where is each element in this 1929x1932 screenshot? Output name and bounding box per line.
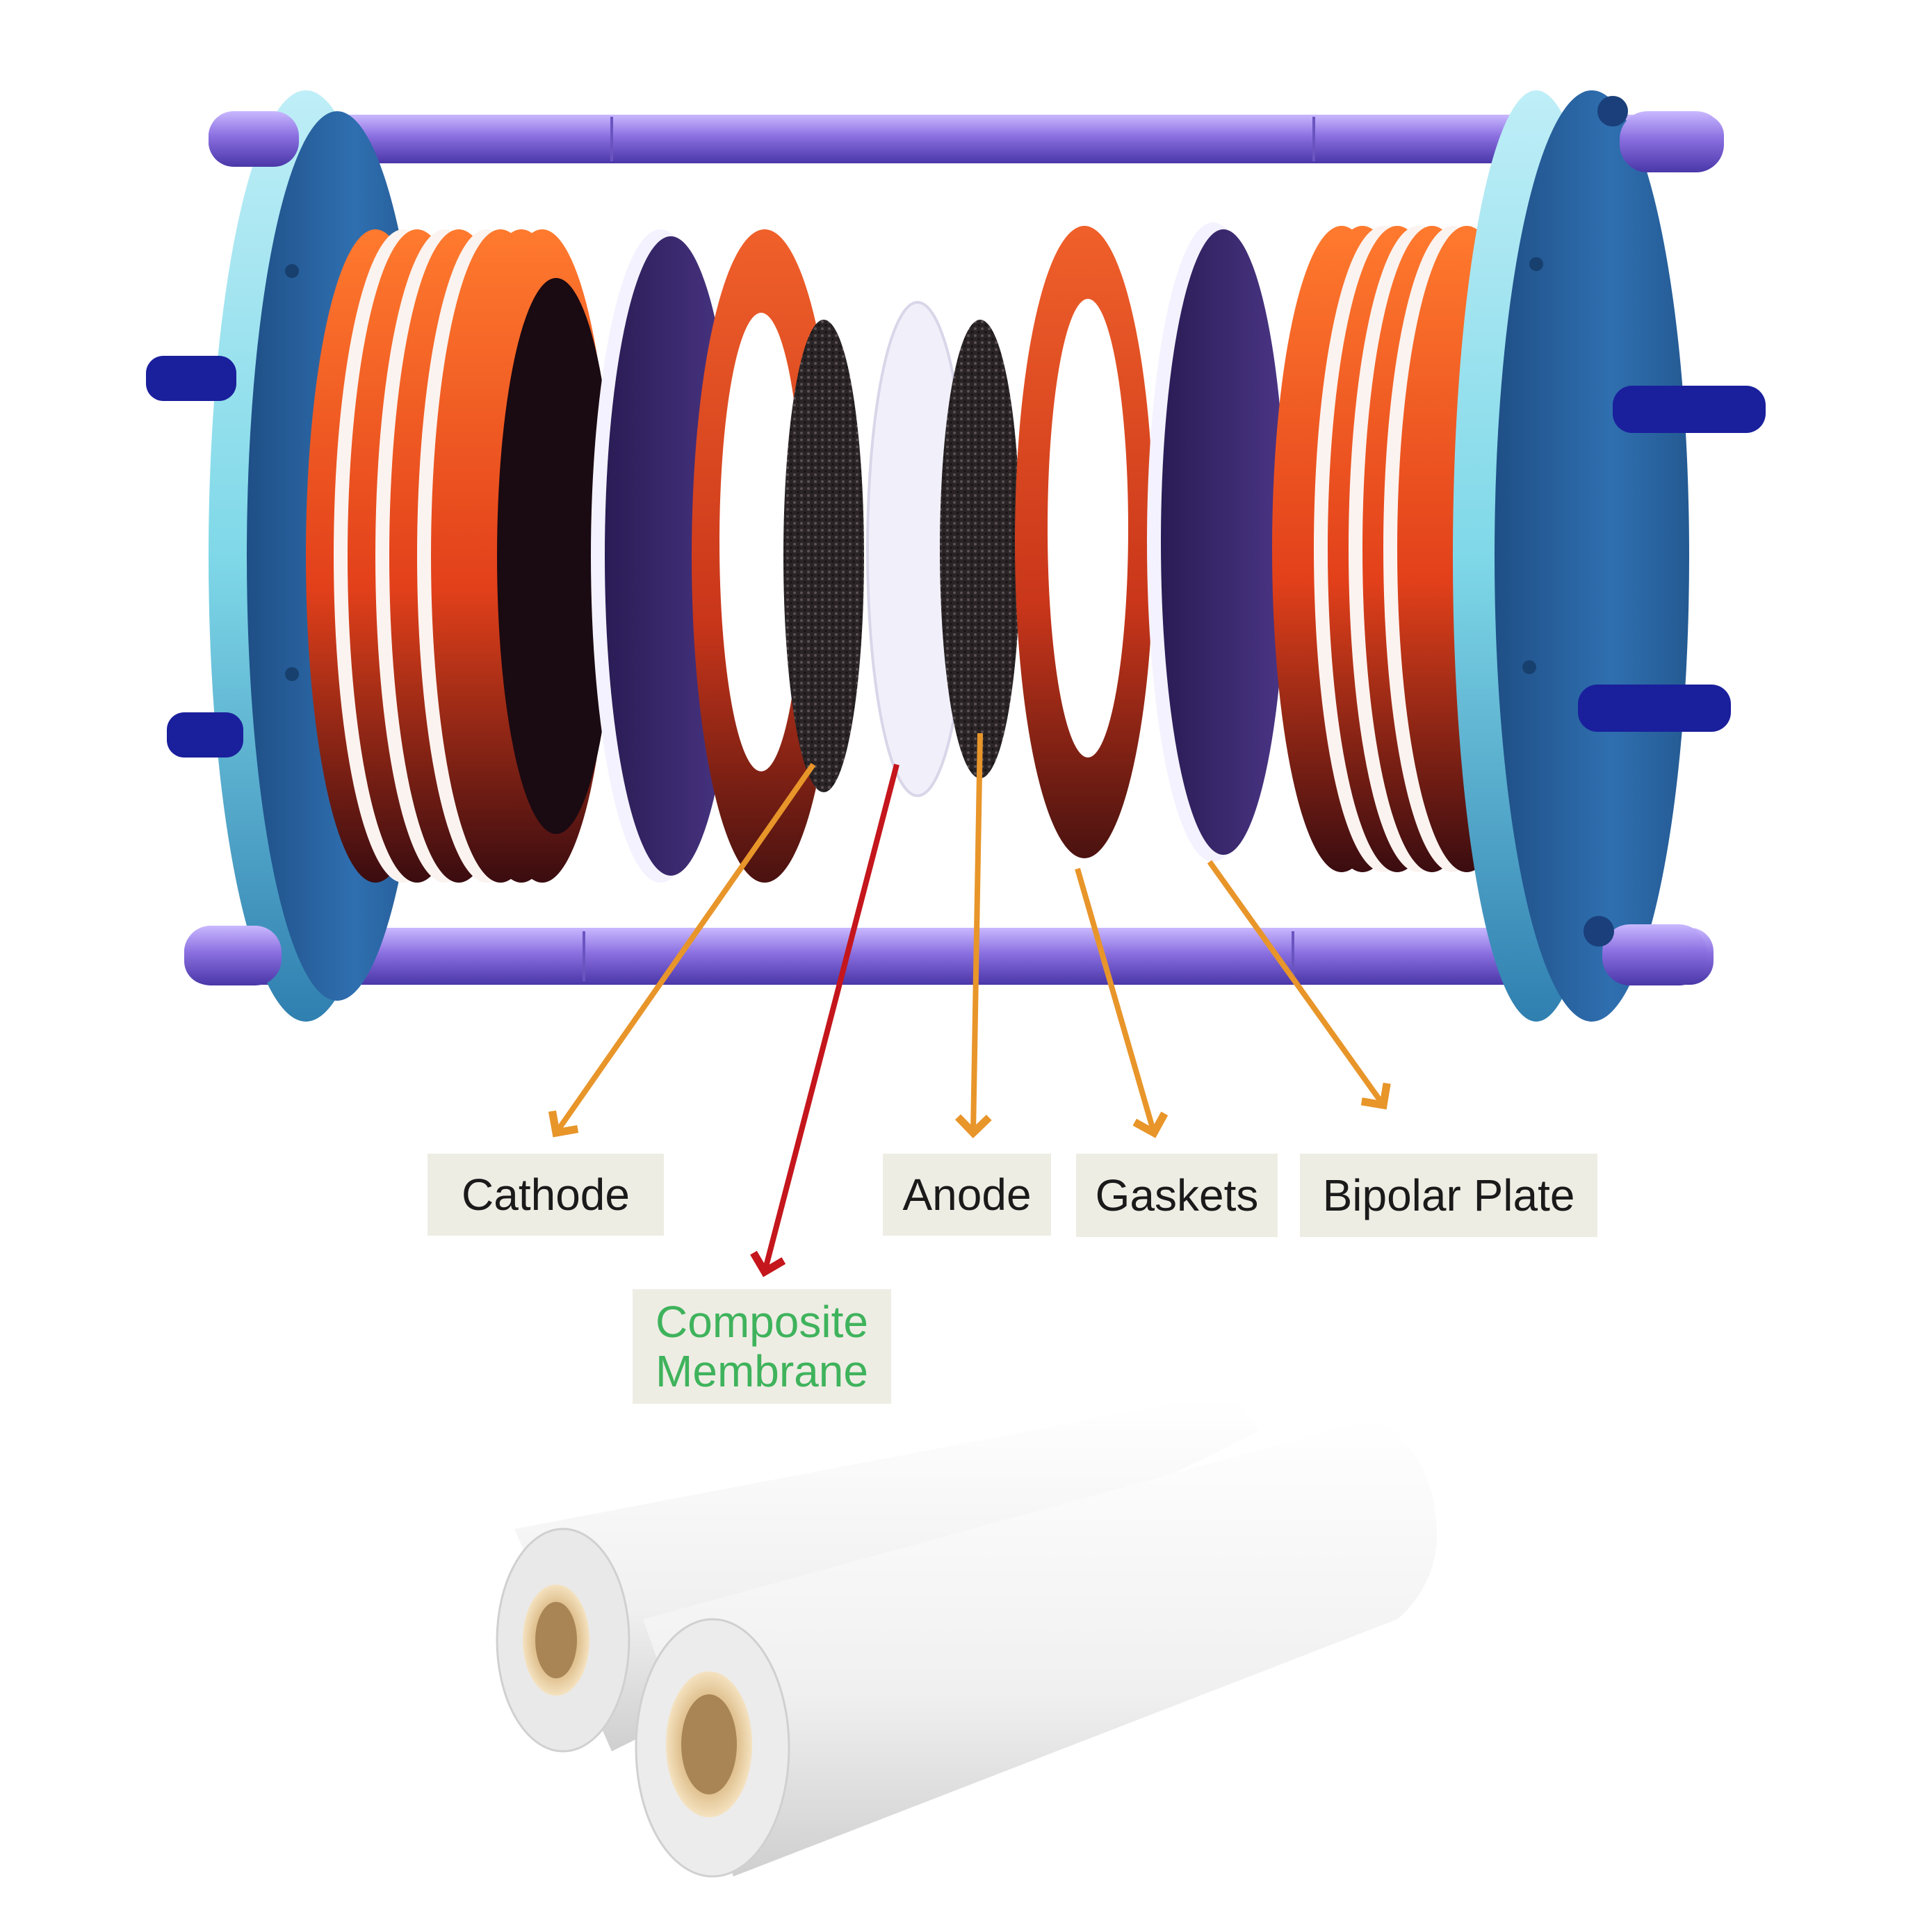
membrane-arrow bbox=[750, 763, 900, 1277]
tie-rods bbox=[184, 115, 1724, 985]
nut bbox=[146, 356, 236, 401]
cathode-label: Cathode bbox=[428, 1154, 664, 1236]
leader-arrows bbox=[548, 732, 1391, 1277]
nut bbox=[167, 712, 243, 758]
gaskets-label: Gaskets bbox=[1076, 1154, 1278, 1237]
composite-membrane-text-line1: Composite bbox=[656, 1297, 868, 1348]
bipolar-plate-text: Bipolar Plate bbox=[1322, 1170, 1575, 1220]
membrane-roll-illustration bbox=[496, 1396, 1438, 1878]
anode-text: Anode bbox=[902, 1169, 1032, 1220]
bipolar-plate-arrow bbox=[1207, 860, 1391, 1110]
composite-membrane-label: Composite Membrane bbox=[633, 1289, 891, 1404]
bottom-tie-rod bbox=[184, 928, 1714, 985]
composite-membrane-text-line2: Membrane bbox=[656, 1345, 868, 1396]
gaskets-text: Gaskets bbox=[1095, 1170, 1259, 1220]
cathode-arrow bbox=[548, 762, 816, 1138]
anode-electrode bbox=[940, 320, 1020, 778]
cathode-electrode bbox=[783, 320, 864, 792]
gaskets-arrow bbox=[1075, 867, 1169, 1138]
bipolar-plate-label: Bipolar Plate bbox=[1300, 1154, 1597, 1237]
anode-arrow bbox=[954, 732, 992, 1138]
nut bbox=[1613, 386, 1766, 433]
anode-label: Anode bbox=[883, 1154, 1051, 1236]
nut bbox=[1578, 685, 1731, 732]
left-coil-stack bbox=[306, 229, 615, 883]
right-gasket bbox=[1015, 226, 1154, 858]
cathode-text: Cathode bbox=[462, 1169, 630, 1220]
right-end-plate bbox=[1453, 90, 1766, 1022]
top-tie-rod bbox=[209, 115, 1724, 163]
right-bipolar-plate bbox=[1161, 229, 1286, 855]
